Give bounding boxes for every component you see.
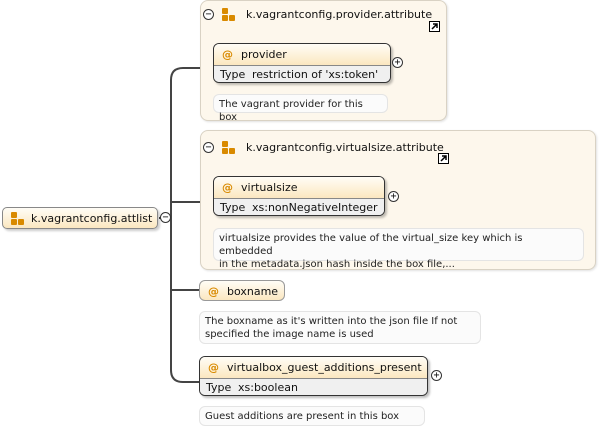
virtualsize-documentation: virtualsize provides the value of the vi… [213,228,584,270]
attribute-group-icon [222,8,236,22]
virtualsize-type-value: xs:nonNegativeInteger [252,201,378,214]
link-arrow-icon[interactable] [438,153,449,164]
provider-attribute-name: provider [241,48,287,61]
guest-additions-attribute-name: virtualbox_guest_additions_present [227,361,422,374]
provider-group-title: k.vagrantconfig.provider.attribute [246,8,433,21]
attribute-group-icon [222,141,236,155]
virtualsize-group-title: k.vagrantconfig.virtualsize.attribute [246,141,444,154]
guest-additions-attribute-box[interactable]: @ virtualbox_guest_additions_present Type… [199,356,428,396]
provider-attribute-header: @ provider [214,44,390,65]
virtualsize-type-row: Type xs:nonNegativeInteger [214,198,384,215]
attribute-icon: @ [222,181,233,194]
provider-expand-icon[interactable]: + [392,57,403,68]
root-label: k.vagrantconfig.attlist [31,212,153,225]
virtualsize-attribute-name: virtualsize [241,181,298,194]
guest-additions-type-value: xs:boolean [238,381,298,394]
attribute-icon: @ [208,361,219,374]
boxname-documentation: The boxname as it's written into the jso… [199,311,481,344]
virtualsize-attribute-box[interactable]: @ virtualsize Type xs:nonNegativeInteger [213,176,385,216]
provider-type-row: Type restriction of 'xs:token' [214,65,390,82]
virtualsize-doc-line1: virtualsize provides the value of the vi… [219,233,523,257]
virtualsize-expand-icon[interactable]: + [388,191,399,202]
attribute-icon: @ [208,285,219,298]
guest-additions-type-row: Type xs:boolean [200,378,427,395]
attribute-group-icon [11,212,25,226]
type-label: Type [220,201,246,214]
boxname-attribute-box[interactable]: @ boxname [199,280,285,301]
virtualsize-doc-line2: in the metadata.json hash inside the box… [219,259,455,270]
virtualsize-group-collapse-icon[interactable]: − [203,142,214,153]
guest-additions-attribute-header: @ virtualbox_guest_additions_present [200,357,427,378]
root-collapse-icon[interactable]: − [160,212,171,223]
boxname-doc-line1: The boxname as it's written into the jso… [205,316,458,327]
guest-additions-documentation: Guest additions are present in this box [199,406,425,426]
virtualsize-attribute-header: @ virtualsize [214,177,384,198]
attribute-icon: @ [222,48,233,61]
guest-additions-expand-icon[interactable]: + [431,370,442,381]
type-label: Type [220,68,246,81]
provider-documentation: The vagrant provider for this box [213,94,388,123]
type-label: Type [206,381,232,394]
boxname-attribute-name: boxname [227,285,279,298]
boxname-doc-line2: specified the image name is used [205,329,374,340]
root-attlist-box[interactable]: k.vagrantconfig.attlist [2,207,158,229]
provider-attribute-box[interactable]: @ provider Type restriction of 'xs:token' [213,43,391,83]
provider-group-collapse-icon[interactable]: − [203,9,214,20]
link-arrow-icon[interactable] [429,21,440,32]
provider-type-value: restriction of 'xs:token' [252,68,379,81]
